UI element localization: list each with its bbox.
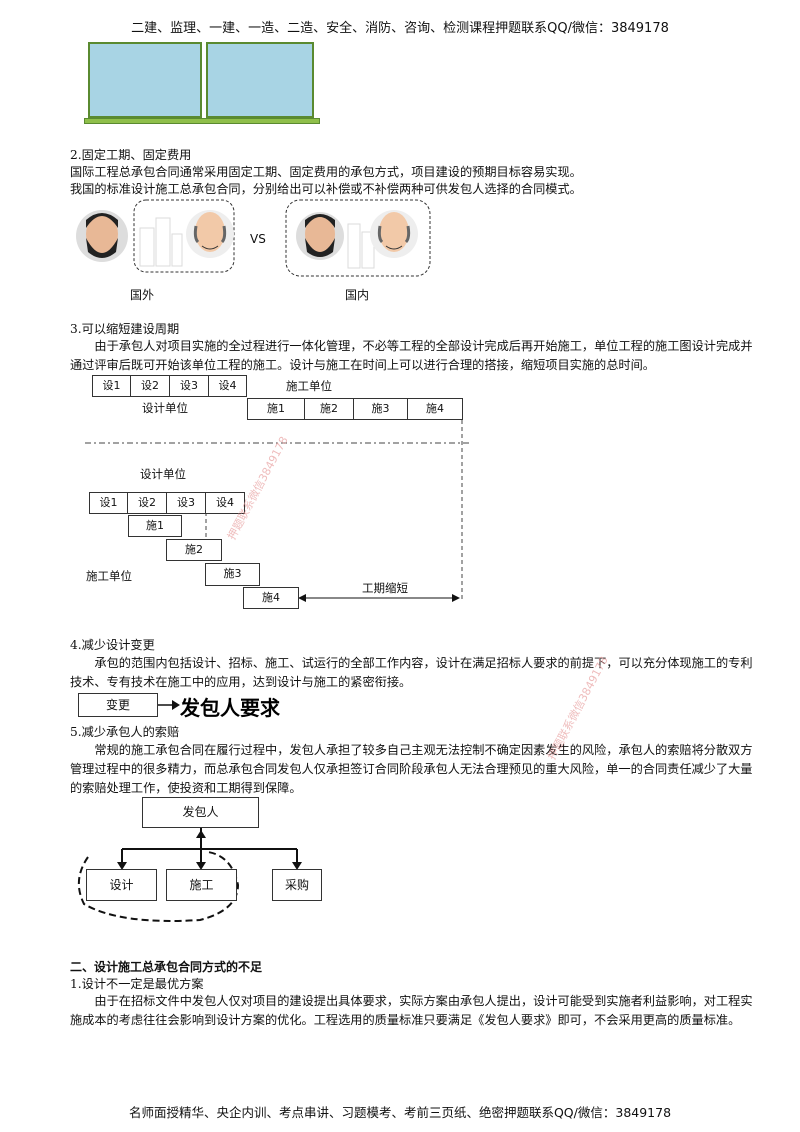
- section2-title: 2.固定工期、固定费用: [70, 148, 192, 162]
- section5-paragraph: 常规的施工承包合同在履行过程中，发包人承担了较多自己主观无法控制不确定因素发生的…: [70, 743, 753, 795]
- design-box: 设4: [205, 492, 245, 514]
- procurement-box: 采购: [272, 869, 322, 901]
- page-footer: 名师面授精华、央企内训、考点串讲、习题模考、考前三页纸、绝密押题联系QQ/微信：…: [128, 1105, 672, 1120]
- design-box: 设计: [86, 869, 157, 901]
- build-box: 施4: [407, 398, 463, 420]
- build-box: 施4: [243, 587, 299, 609]
- part2-heading: 二、设计施工总承包合同方式的不足: [70, 960, 263, 974]
- design-box: 设1: [89, 492, 128, 514]
- construction-box: 施工: [166, 869, 237, 901]
- section4-paragraph: 承包的范围内包括设计、招标、施工、试运行的全部工作内容，设计在满足招标人要求的前…: [70, 656, 753, 689]
- section4-title: 4.减少设计变更: [70, 638, 155, 652]
- build-box: 施3: [205, 563, 260, 586]
- section2-line1: 国际工程总承包合同通常采用固定工期、固定费用的承包方式，项目建设的预期目标容易实…: [70, 165, 582, 179]
- build-unit-label: 施工单位: [86, 569, 132, 583]
- build-box: 施3: [353, 398, 408, 420]
- build-box: 施1: [247, 398, 305, 420]
- page-header: 二建、监理、一建、一造、二造、安全、消防、咨询、检测课程押题联系QQ/微信：38…: [131, 21, 669, 36]
- section5-title: 5.减少承包人的索赔: [70, 725, 180, 739]
- design-box: 设4: [208, 375, 247, 397]
- change-box: 变更: [78, 693, 158, 717]
- window-illustration: [84, 38, 320, 128]
- period-shortened-label: 工期缩短: [362, 581, 408, 595]
- part2-sub1: 1.设计不一定是最优方案: [70, 977, 204, 991]
- section3-title: 3.可以缩短建设周期: [70, 322, 180, 336]
- build-unit-label: 施工单位: [286, 379, 332, 393]
- section3-paragraph: 由于承包人对项目实施的全过程进行一体化管理，不必等工程的全部设计完成后再开始施工…: [70, 339, 753, 372]
- label-domestic: 国内: [345, 288, 370, 302]
- part2-paragraph: 由于在招标文件中发包人仅对项目的建设提出具体要求，实际方案由承包人提出，设计可能…: [70, 994, 753, 1027]
- section2-line2: 我国的标准设计施工总承包合同，分别给出可以补偿或不补偿两种可供发包人选择的合同模…: [70, 182, 582, 196]
- arrow-icon: [158, 700, 180, 710]
- foreign-people-illustration: [76, 199, 235, 273]
- owner-requirement-label: 发包人要求: [180, 696, 280, 720]
- design-unit-label: 设计单位: [142, 401, 188, 415]
- build-box: 施1: [128, 515, 182, 537]
- build-box: 施2: [304, 398, 354, 420]
- domestic-people-illustration: [285, 199, 431, 277]
- design-unit-label: 设计单位: [140, 467, 186, 481]
- build-box: 施2: [166, 539, 222, 561]
- owner-box: 发包人: [142, 797, 259, 828]
- vs-label: VS: [250, 232, 266, 246]
- design-box: 设2: [127, 492, 167, 514]
- design-box: 设1: [92, 375, 131, 397]
- label-foreign: 国外: [130, 288, 155, 302]
